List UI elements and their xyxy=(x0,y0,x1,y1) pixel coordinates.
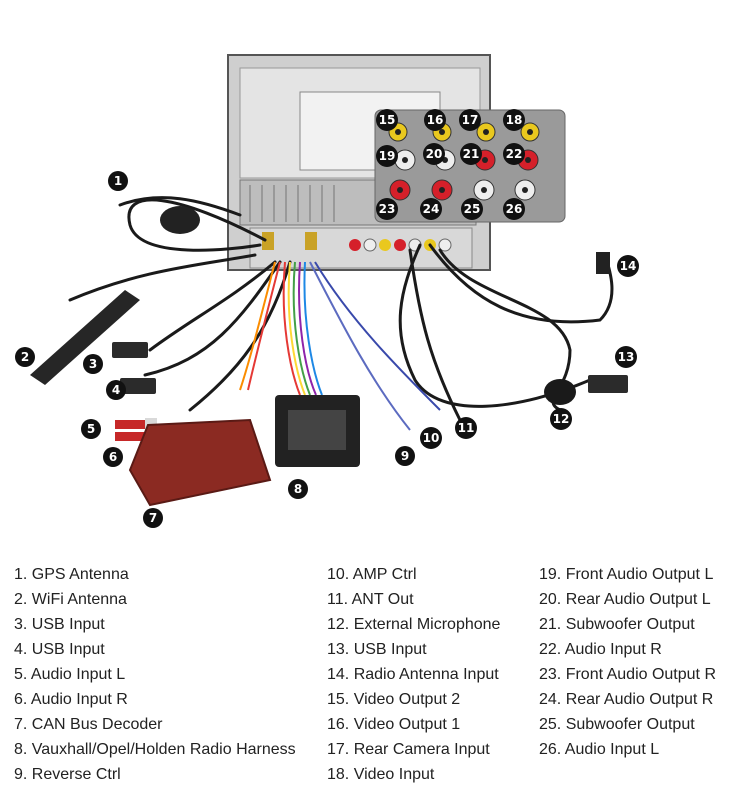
callout-10: 10 xyxy=(420,427,442,449)
legend-item: 26. Audio Input L xyxy=(539,737,716,762)
callout-3: 3 xyxy=(83,354,103,374)
legend-item: 1. GPS Antenna xyxy=(14,562,296,587)
legend-item: 10. AMP Ctrl xyxy=(327,562,500,587)
legend-item: 14. Radio Antenna Input xyxy=(327,662,500,687)
legend-item: 12. External Microphone xyxy=(327,612,500,637)
callout-17: 17 xyxy=(459,109,481,131)
svg-text:25: 25 xyxy=(464,202,481,216)
legend-item: 18. Video Input xyxy=(327,762,500,787)
microphone xyxy=(544,379,576,405)
svg-text:23: 23 xyxy=(379,202,396,216)
legend-item: 3. USB Input xyxy=(14,612,296,637)
svg-text:19: 19 xyxy=(379,149,396,163)
legend-item: 4. USB Input xyxy=(14,637,296,662)
legend-item: 5. Audio Input L xyxy=(14,662,296,687)
legend-item: 6. Audio Input R xyxy=(14,687,296,712)
svg-text:3: 3 xyxy=(89,357,97,371)
legend-item: 19. Front Audio Output L xyxy=(539,562,716,587)
gps-antenna xyxy=(160,206,200,234)
callout-7: 7 xyxy=(143,508,163,528)
callout-5: 5 xyxy=(81,419,101,439)
callout-19: 19 xyxy=(376,145,398,167)
callout-23: 23 xyxy=(376,198,398,220)
legend-item: 2. WiFi Antenna xyxy=(14,587,296,612)
svg-text:24: 24 xyxy=(423,202,440,216)
legend-item: 15. Video Output 2 xyxy=(327,687,500,712)
svg-text:6: 6 xyxy=(109,450,117,464)
callout-22: 22 xyxy=(503,143,525,165)
legend-item: 25. Subwoofer Output xyxy=(539,712,716,737)
svg-text:1: 1 xyxy=(114,174,122,188)
svg-text:16: 16 xyxy=(427,113,444,127)
callout-24: 24 xyxy=(420,198,442,220)
svg-text:9: 9 xyxy=(401,449,409,463)
legend-item: 16. Video Output 1 xyxy=(327,712,500,737)
callout-26: 26 xyxy=(503,198,525,220)
svg-text:2: 2 xyxy=(21,350,29,364)
callout-4: 4 xyxy=(106,380,126,400)
svg-text:11: 11 xyxy=(458,421,475,435)
radio-harness-connector xyxy=(275,395,360,467)
callout-13: 13 xyxy=(615,346,637,368)
usb-connector-right xyxy=(588,375,628,393)
legend-item: 8. Vauxhall/Opel/Holden Radio Harness xyxy=(14,737,296,762)
legend-item: 23. Front Audio Output R xyxy=(539,662,716,687)
callout-6: 6 xyxy=(103,447,123,467)
callout-18: 18 xyxy=(503,109,525,131)
callout-15: 15 xyxy=(376,109,398,131)
svg-text:15: 15 xyxy=(379,113,396,127)
svg-text:10: 10 xyxy=(423,431,440,445)
legend-item: 20. Rear Audio Output L xyxy=(539,587,716,612)
callout-16: 16 xyxy=(424,109,446,131)
can-bus-decoder xyxy=(130,420,270,505)
svg-text:8: 8 xyxy=(294,482,302,496)
svg-text:12: 12 xyxy=(553,412,570,426)
svg-text:20: 20 xyxy=(426,147,443,161)
legend-item: 7. CAN Bus Decoder xyxy=(14,712,296,737)
legend-item: 21. Subwoofer Output xyxy=(539,612,716,637)
radio-antenna-plug xyxy=(596,252,610,274)
callout-21: 21 xyxy=(460,143,482,165)
svg-text:17: 17 xyxy=(462,113,479,127)
legend-column-2: 10. AMP Ctrl 11. ANT Out 12. External Mi… xyxy=(327,562,500,787)
callout-14: 14 xyxy=(617,255,639,277)
legend-item: 24. Rear Audio Output R xyxy=(539,687,716,712)
svg-text:13: 13 xyxy=(618,350,635,364)
svg-text:5: 5 xyxy=(87,422,95,436)
callout-1: 1 xyxy=(108,171,128,191)
svg-text:7: 7 xyxy=(149,511,157,525)
legend-item: 17. Rear Camera Input xyxy=(327,737,500,762)
callout-2: 2 xyxy=(15,347,35,367)
legend-column-1: 1. GPS Antenna 2. WiFi Antenna 3. USB In… xyxy=(14,562,296,787)
callout-11: 11 xyxy=(455,417,477,439)
svg-text:4: 4 xyxy=(112,383,120,397)
callout-9: 9 xyxy=(395,446,415,466)
svg-text:26: 26 xyxy=(506,202,523,216)
wifi-antenna xyxy=(30,290,140,385)
svg-text:21: 21 xyxy=(463,147,480,161)
callout-20: 20 xyxy=(423,143,445,165)
callout-25: 25 xyxy=(461,198,483,220)
svg-text:22: 22 xyxy=(506,147,523,161)
wiring-diagram: 1 2 3 4 5 6 7 8 9 10 11 12 13 14 15 16 1… xyxy=(0,0,750,540)
legend-item: 13. USB Input xyxy=(327,637,500,662)
callout-8: 8 xyxy=(288,479,308,499)
callout-12: 12 xyxy=(550,408,572,430)
svg-text:14: 14 xyxy=(620,259,637,273)
svg-text:18: 18 xyxy=(506,113,523,127)
legend-item: 22. Audio Input R xyxy=(539,637,716,662)
legend-item: 9. Reverse Ctrl xyxy=(14,762,296,787)
legend-item: 11. ANT Out xyxy=(327,587,500,612)
legend-column-3: 19. Front Audio Output L 20. Rear Audio … xyxy=(539,562,716,762)
